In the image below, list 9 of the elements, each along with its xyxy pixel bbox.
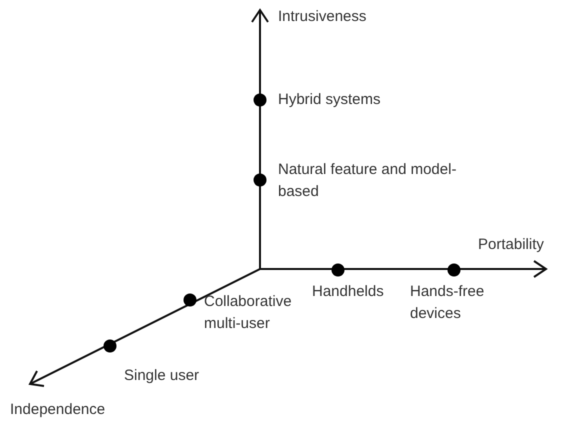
axis-label: Independence (10, 400, 106, 420)
point-label: Natural feature and model- based (278, 160, 458, 202)
axis-label: Intrusiveness (278, 7, 368, 27)
point-label: Single user (124, 366, 200, 386)
point-label: Hands-free devices (410, 282, 486, 324)
point-label: Handhelds (312, 282, 385, 302)
axis-label: Portability (478, 235, 545, 255)
point-label: Hybrid systems (278, 90, 382, 110)
point-label: Collaborative multi-user (204, 292, 293, 334)
